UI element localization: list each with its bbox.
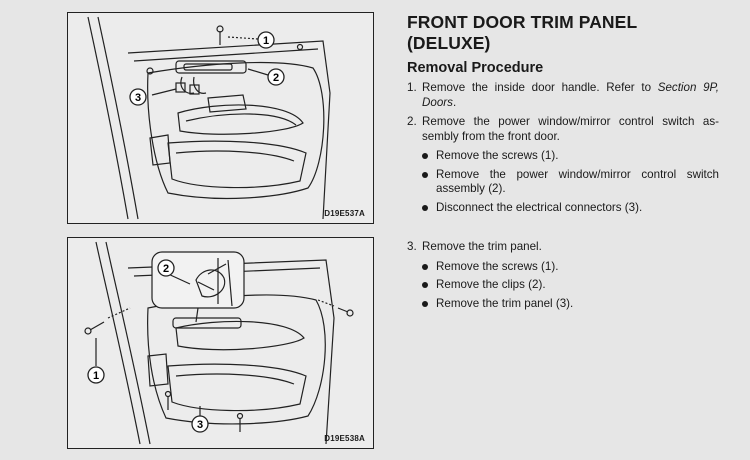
bullet-item: Disconnect the electrical connectors (3)… bbox=[407, 201, 719, 216]
step-number: 3. bbox=[407, 240, 417, 253]
step-text: Remove the inside door handle. Refer to bbox=[422, 81, 658, 94]
bullet-item: Remove the screws (1). bbox=[407, 260, 719, 275]
callout-label: 3 bbox=[135, 92, 141, 104]
procedure-text: FRONT DOOR TRIM PANEL (DELUXE) Removal P… bbox=[407, 12, 719, 315]
callout-3 bbox=[191, 415, 209, 433]
door-diagram-1: 1 2 3 bbox=[87, 16, 331, 220]
page-title: FRONT DOOR TRIM PANEL (DELUXE) bbox=[407, 12, 719, 54]
callout-label: 3 bbox=[197, 419, 203, 431]
bullet-item: Remove the power window/mirror control s… bbox=[407, 168, 719, 197]
bullet-text: Remove the power window/mirror control s… bbox=[436, 167, 719, 196]
figure-code: D19E537A bbox=[324, 209, 365, 218]
callout-label: 1 bbox=[263, 35, 269, 47]
bullet-text: Disconnect the electrical connectors (3)… bbox=[436, 200, 643, 214]
bullet-dot-icon bbox=[422, 282, 428, 288]
bullet-text: Remove the screws (1). bbox=[436, 149, 559, 162]
step-text: Remove the trim panel. bbox=[422, 240, 542, 253]
section-reference: Section 9P, Doors bbox=[422, 81, 719, 109]
bullet-dot-icon bbox=[422, 300, 428, 307]
bullet-dot-icon bbox=[422, 263, 428, 270]
callout-2 bbox=[157, 259, 175, 277]
figure-switch-removal: 1 2 3 D19E537A bbox=[67, 12, 374, 224]
title-line-2: (DELUXE) bbox=[407, 33, 491, 53]
step-tail: . bbox=[452, 95, 457, 109]
callout-label: 1 bbox=[93, 370, 99, 382]
bullet-dot-icon bbox=[422, 153, 428, 159]
title-line-1: FRONT DOOR TRIM PANEL bbox=[407, 12, 638, 32]
section-heading: Removal Procedure bbox=[407, 60, 544, 76]
callout-1 bbox=[87, 366, 105, 384]
step-number: 2. bbox=[407, 115, 417, 128]
callout-2 bbox=[267, 68, 285, 86]
bullet-dot-icon bbox=[422, 171, 428, 178]
step-3: 3. Remove the trim panel. bbox=[407, 240, 719, 255]
step-2: 2. Remove the power window/mirror contro… bbox=[407, 115, 719, 144]
bullet-item: Remove the trim panel (3). bbox=[407, 297, 719, 312]
step-1: 1. Remove the inside door handle. Refer … bbox=[407, 81, 719, 110]
bullet-dot-icon bbox=[422, 204, 428, 211]
callout-label: 2 bbox=[163, 263, 169, 275]
bullet-item: Remove the screws (1). bbox=[407, 149, 719, 164]
step-text: Remove the power window/mirror control s… bbox=[422, 115, 719, 143]
figure-trim-panel-removal: 1 2 3 D19E538A bbox=[67, 237, 374, 449]
callout-1 bbox=[257, 31, 275, 49]
step-number: 1. bbox=[407, 81, 417, 94]
bullet-item: Remove the clips (2). bbox=[407, 278, 719, 293]
bullet-text: Remove the screws (1). bbox=[436, 259, 559, 273]
callout-3 bbox=[129, 88, 147, 106]
callout-label: 2 bbox=[273, 72, 279, 84]
bullet-text: Remove the trim panel (3). bbox=[436, 296, 574, 310]
bullet-text: Remove the clips (2). bbox=[436, 278, 546, 291]
door-diagram-2: 1 2 3 bbox=[84, 241, 354, 445]
figure-code: D19E538A bbox=[324, 434, 365, 443]
